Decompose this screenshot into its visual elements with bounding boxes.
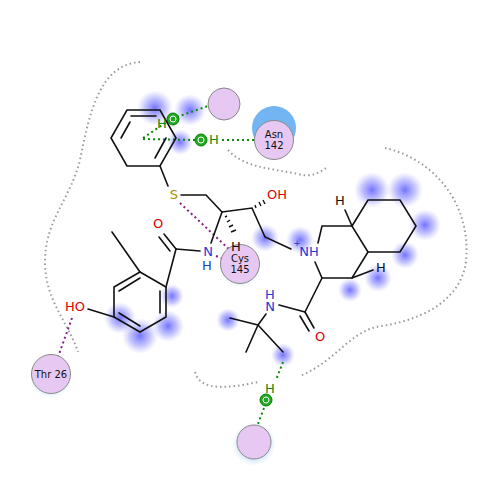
- atom-label: H: [202, 259, 212, 273]
- atom-label: H: [376, 261, 386, 275]
- exposure-halo: [30, 90, 441, 466]
- hashed-bond: [225, 200, 265, 232]
- atom-label: H: [265, 382, 275, 396]
- atom-label: N: [203, 245, 213, 259]
- atom-label: H: [209, 133, 219, 147]
- atom-label: O: [315, 330, 325, 344]
- atom-label: NH: [299, 245, 319, 259]
- atom-label: H: [335, 194, 345, 208]
- arene-icon-ring: [170, 116, 269, 403]
- atom-label: H: [157, 117, 167, 131]
- atom-label: S: [170, 188, 178, 202]
- residue-disc: [237, 425, 271, 459]
- residue-disc: [208, 88, 240, 120]
- atom-label: OH: [267, 188, 287, 202]
- residue-label: Asn 142: [255, 129, 293, 151]
- pocket-contour: [45, 62, 467, 387]
- residue-disc: Asn 142: [254, 120, 294, 160]
- atom-label: HO: [65, 300, 85, 314]
- atom-label: H: [231, 240, 241, 254]
- residue-disc: Thr 26: [31, 354, 71, 394]
- atom-label: N: [265, 300, 275, 314]
- bond: [88, 110, 416, 352]
- interaction-line: [58, 106, 283, 424]
- residue-label: Thr 26: [35, 369, 67, 380]
- arene-icon: [167, 113, 272, 406]
- residue-label: Cys 145: [221, 253, 259, 275]
- atom-label: O: [153, 217, 163, 231]
